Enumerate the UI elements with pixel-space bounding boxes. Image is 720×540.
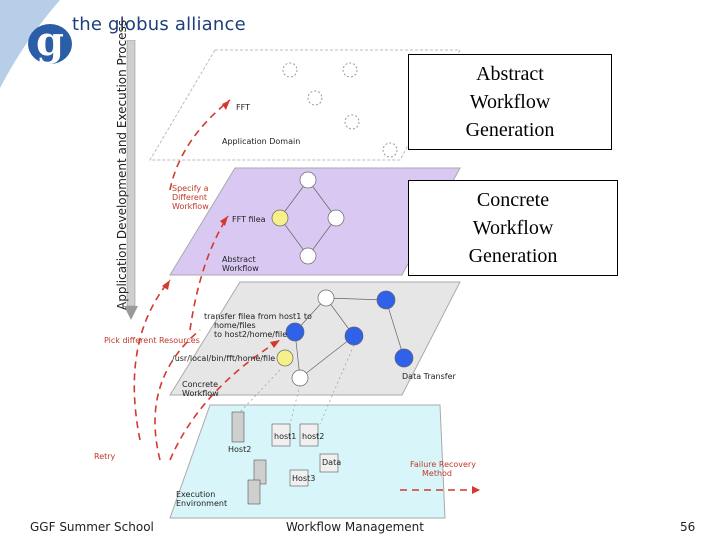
note-pick-resources: Pick different Resources	[104, 336, 200, 345]
label-transfer-2: home/files	[214, 321, 256, 330]
page-number: 56	[680, 520, 696, 534]
layer-top-nodes	[282, 62, 398, 158]
label-host2: Host2	[228, 445, 252, 454]
label-execute: /usr/local/bin/fft/home/file	[172, 354, 276, 363]
label-data: Data	[322, 458, 342, 467]
callout-abstract-line2: Workflow	[469, 91, 551, 113]
label-execution-1: Execution	[176, 490, 216, 499]
logo-text: the globus alliance	[72, 14, 246, 35]
layer-concrete	[169, 281, 461, 396]
footer-left: GGF Summer School	[30, 520, 154, 534]
label-concrete-2: Workflow	[182, 389, 219, 398]
label-transfer-3: to host2/home/file	[214, 330, 288, 339]
callout-abstract-line1: Abstract	[476, 63, 544, 85]
label-transfer-1: transfer filea from host1 to	[204, 312, 312, 321]
label-data-transfer: Data Transfer	[402, 372, 456, 381]
label-application-domain: Application Domain	[222, 137, 301, 146]
layer-links	[239, 344, 355, 425]
note-specify-2: Different	[172, 193, 208, 202]
note-specify-3: Workflow	[172, 202, 209, 211]
label-abstract-1: Abstract	[222, 255, 256, 264]
logo-swoosh	[0, 0, 72, 88]
logo: g	[0, 0, 110, 88]
callout-abstract-workflow: Abstract Workflow Generation	[408, 54, 612, 150]
callout-concrete-line2: Workflow	[472, 217, 554, 239]
logo-glyph: g	[36, 18, 64, 65]
layer-abstract	[169, 167, 461, 276]
abstract-nodes	[271, 171, 345, 265]
label-concrete-1: Concrete	[182, 380, 219, 389]
note-failure-2: Method	[422, 469, 453, 478]
label-host2a: host2	[302, 432, 325, 441]
execution-hosts	[231, 411, 339, 505]
note-retry: Retry	[94, 452, 116, 461]
callout-concrete-workflow: Concrete Workflow Generation	[408, 180, 618, 276]
label-execution-2: Environment	[176, 499, 228, 508]
concrete-nodes	[276, 289, 414, 387]
feedback-arrows	[133, 99, 480, 494]
note-specify-1: Specify a	[172, 184, 209, 193]
workflow-diagram	[149, 49, 461, 519]
label-host1a: host1	[274, 432, 297, 441]
label-fft-files: FFT filea	[232, 215, 266, 224]
label-fft: FFT	[236, 103, 250, 112]
footer-center: Workflow Management	[286, 520, 424, 534]
layer-application-domain	[149, 49, 461, 161]
callout-concrete-line3: Generation	[468, 245, 558, 267]
callout-abstract-line3: Generation	[465, 119, 555, 141]
process-arrow	[124, 39, 138, 320]
label-host3: Host3	[292, 474, 316, 483]
callout-concrete-line1: Concrete	[476, 189, 550, 211]
note-failure-1: Failure Recovery	[410, 460, 476, 469]
label-abstract-2: Workflow	[222, 264, 259, 273]
